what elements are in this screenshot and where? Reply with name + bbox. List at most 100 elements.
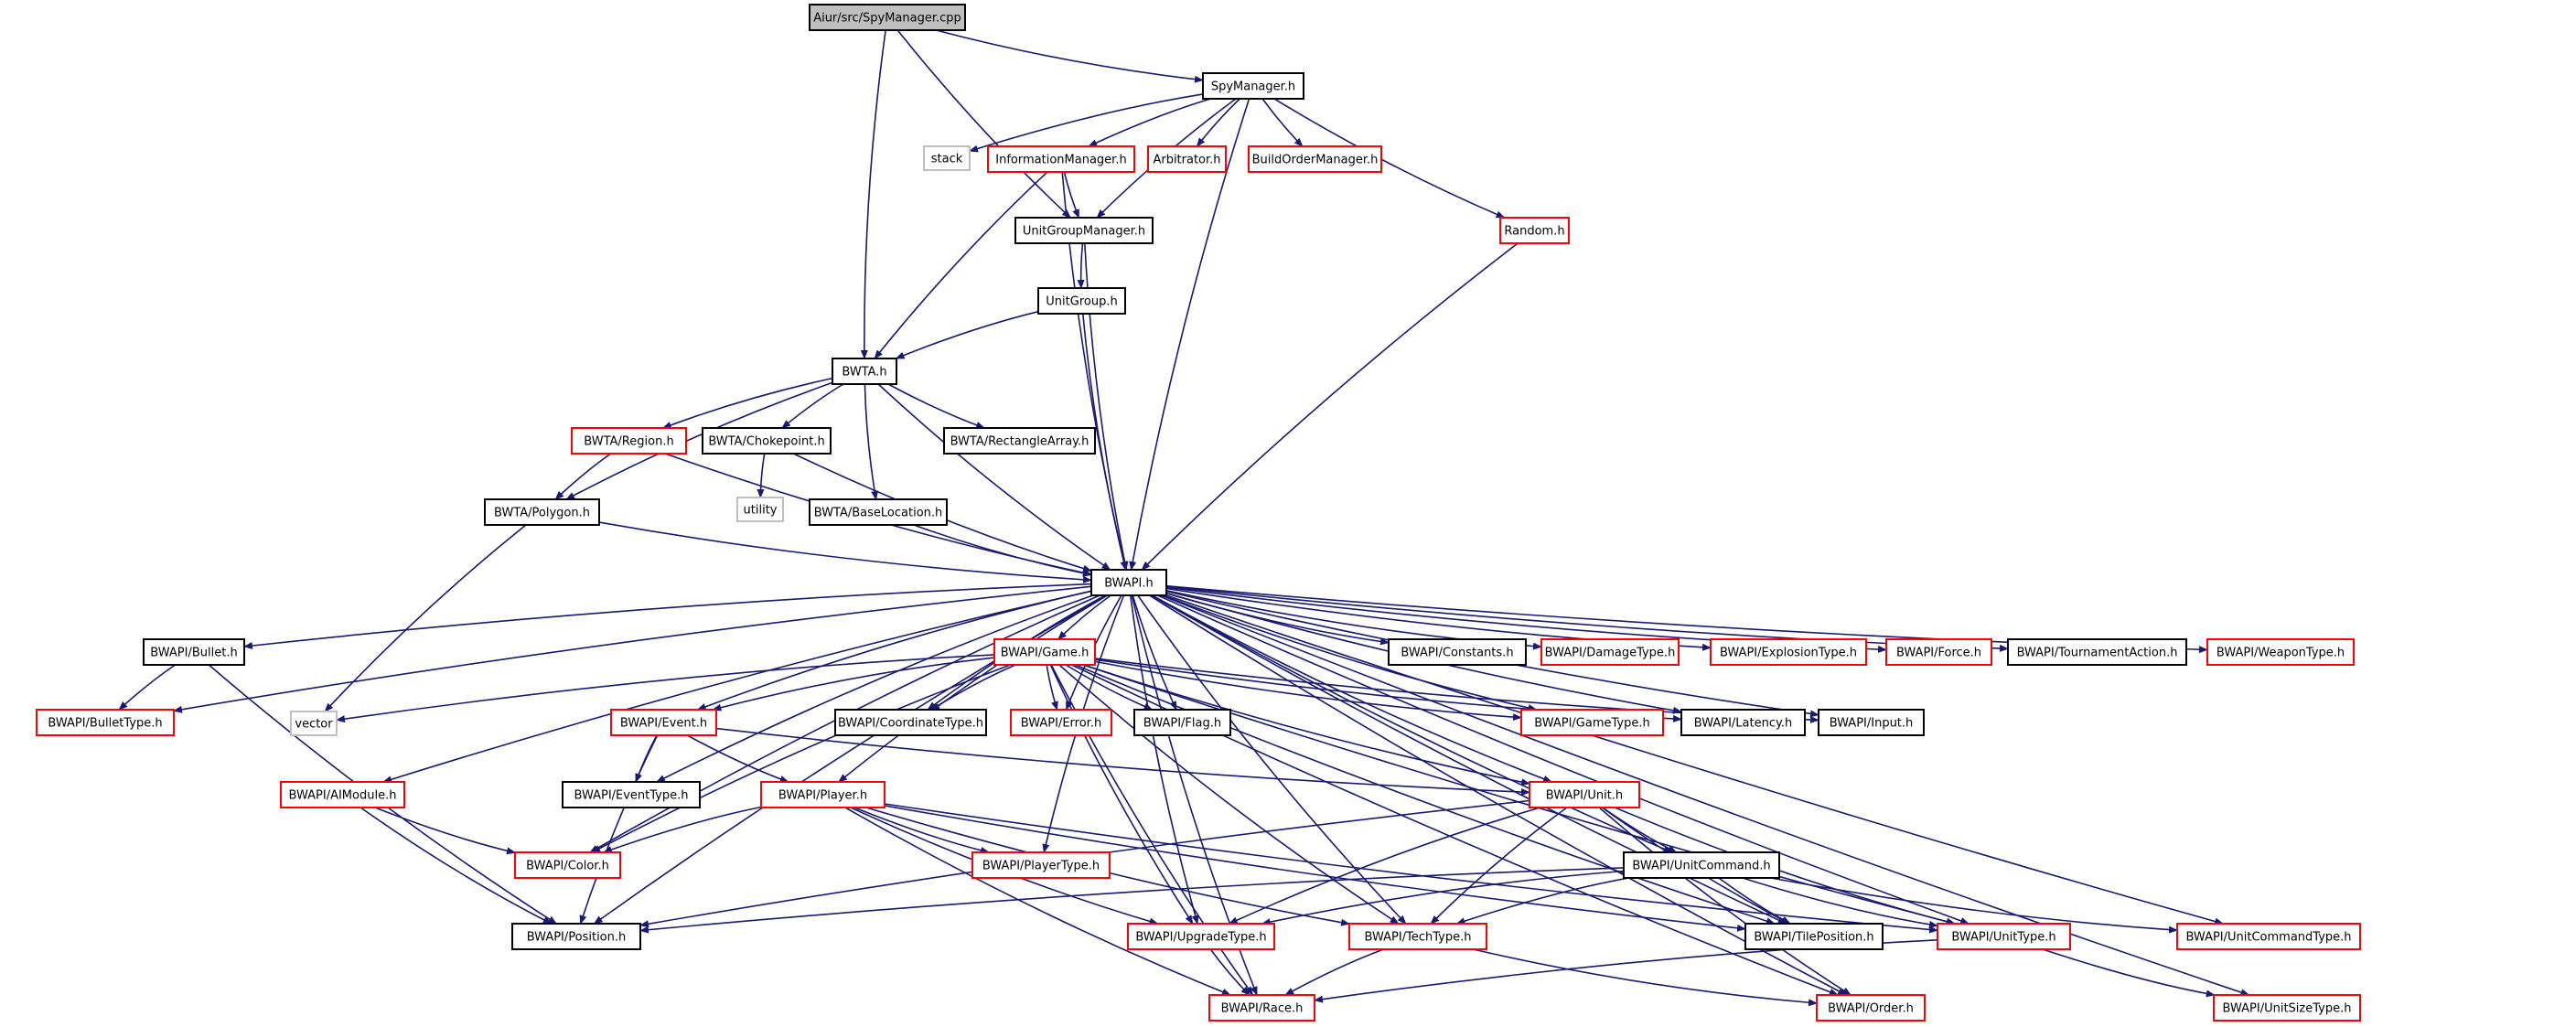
node-bom[interactable]: BuildOrderManager.h [1248, 145, 1382, 173]
node-label-polygon: BWTA/Polygon.h [494, 507, 590, 520]
node-box-bullettype [36, 709, 175, 736]
node-choke[interactable]: BWTA/Chokepoint.h [702, 427, 832, 455]
edge-ug-to-bwta [895, 310, 1039, 359]
node-latency[interactable]: BWAPI/Latency.h [1680, 709, 1806, 736]
node-tourn[interactable]: BWAPI/TournamentAction.h [2007, 638, 2187, 666]
node-bullettype[interactable]: BWAPI/BulletType.h [36, 709, 175, 736]
edge-bwapi-to-aimodule [382, 590, 1092, 784]
node-weapon[interactable]: BWAPI/WeaponType.h [2206, 638, 2355, 666]
node-random[interactable]: Random.h [1499, 217, 1570, 244]
edge-game-to-coord [930, 664, 1016, 711]
edge-bwapi-to-tech [1137, 594, 1407, 925]
node-constants[interactable]: BWAPI/Constants.h [1388, 638, 1527, 666]
node-game[interactable]: BWAPI/Game.h [993, 638, 1096, 666]
node-explosion[interactable]: BWAPI/ExplosionType.h [1710, 638, 1867, 666]
node-race[interactable]: BWAPI/Race.h [1208, 994, 1315, 1022]
node-usize[interactable]: BWAPI/UnitSizeType.h [2213, 994, 2361, 1022]
node-rect[interactable]: BWTA/RectangleArray.h [943, 427, 1096, 455]
node-coord[interactable]: BWAPI/CoordinateType.h [834, 709, 987, 736]
node-label-ugm: UnitGroupManager.h [1023, 225, 1145, 239]
node-ucmdtype[interactable]: BWAPI/UnitCommandType.h [2176, 923, 2361, 950]
edge-unit-to-upgrade [1228, 807, 1541, 925]
edge-bwapi-to-bullettype [173, 585, 1092, 713]
node-force[interactable]: BWAPI/Force.h [1885, 638, 1992, 666]
node-tilepos[interactable]: BWAPI/TilePosition.h [1744, 923, 1884, 950]
node-label-root: Aiur/src/SpyManager.cpp [813, 12, 961, 26]
node-tech[interactable]: BWAPI/TechType.h [1348, 923, 1487, 950]
node-utility[interactable]: utility [736, 497, 784, 522]
node-label-input: BWAPI/Input.h [1830, 717, 1914, 731]
node-box-position [511, 923, 641, 950]
node-box-tourn [2007, 638, 2187, 666]
node-aimodule[interactable]: BWAPI/AIModule.h [280, 781, 405, 808]
node-box-force [1885, 638, 1992, 666]
node-baseloc[interactable]: BWTA/BaseLocation.h [809, 498, 948, 526]
edge-bwapi-to-unittype [1157, 594, 1970, 925]
node-box-aimodule [280, 781, 405, 808]
node-bullet[interactable]: BWAPI/Bullet.h [143, 638, 245, 666]
edge-bullet-to-bullettype [118, 664, 176, 711]
node-box-error [1010, 709, 1112, 736]
node-label-eventtype: BWAPI/EventType.h [574, 789, 688, 803]
node-box-ug [1037, 287, 1126, 315]
node-unittype[interactable]: BWAPI/UnitType.h [1937, 923, 2071, 950]
node-ugm[interactable]: UnitGroupManager.h [1014, 217, 1154, 244]
node-polygon[interactable]: BWTA/Polygon.h [484, 498, 600, 526]
node-label-coord: BWAPI/CoordinateType.h [838, 717, 983, 731]
node-box-gametype [1520, 709, 1664, 736]
node-label-usize: BWAPI/UnitSizeType.h [2223, 1002, 2352, 1016]
node-upgrade[interactable]: BWAPI/UpgradeType.h [1127, 923, 1275, 950]
node-info[interactable]: InformationManager.h [987, 145, 1135, 173]
node-label-bom: BuildOrderManager.h [1252, 154, 1379, 167]
node-damage[interactable]: BWAPI/DamageType.h [1540, 638, 1680, 666]
node-playertype[interactable]: BWAPI/PlayerType.h [971, 851, 1111, 879]
node-event[interactable]: BWAPI/Event.h [610, 709, 717, 736]
node-input[interactable]: BWAPI/Input.h [1818, 709, 1925, 736]
node-player[interactable]: BWAPI/Player.h [760, 781, 886, 808]
node-box-bullet [143, 638, 245, 666]
node-label-force: BWAPI/Force.h [1896, 647, 1981, 660]
node-order[interactable]: BWAPI/Order.h [1816, 994, 1926, 1022]
edge-player-to-unittype [884, 803, 1938, 934]
edge-game-to-tilepos [1075, 664, 1776, 925]
node-box-color [514, 851, 621, 879]
node-label-order: BWAPI/Order.h [1828, 1002, 1914, 1016]
node-bwta[interactable]: BWTA.h [832, 358, 897, 385]
edge-event-to-position [579, 734, 659, 925]
node-error[interactable]: BWAPI/Error.h [1010, 709, 1112, 736]
node-label-constants: BWAPI/Constants.h [1401, 647, 1513, 660]
node-box-random [1499, 217, 1570, 244]
node-bwapi[interactable]: BWAPI.h [1090, 569, 1167, 596]
edge-spy-to-bom [1261, 98, 1304, 147]
node-region[interactable]: BWTA/Region.h [571, 427, 687, 455]
node-unitcmd[interactable]: BWAPI/UnitCommand.h [1623, 851, 1780, 879]
node-label-unittype: BWAPI/UnitType.h [1951, 931, 2055, 945]
node-color[interactable]: BWAPI/Color.h [514, 851, 621, 879]
edge-tech-to-order [1473, 948, 1818, 1007]
node-label-position: BWAPI/Position.h [527, 931, 627, 945]
node-ug[interactable]: UnitGroup.h [1037, 287, 1126, 315]
node-box-region [571, 427, 687, 455]
node-stack[interactable]: stack [923, 145, 971, 171]
node-box-rect [943, 427, 1096, 455]
node-box-ucmdtype [2176, 923, 2361, 950]
edge-bwapi-to-game [1057, 594, 1111, 640]
node-box-vector [290, 711, 338, 736]
node-position[interactable]: BWAPI/Position.h [511, 923, 641, 950]
edge-player-to-race [844, 807, 1231, 996]
node-box-utility [736, 497, 784, 522]
node-flag[interactable]: BWAPI/Flag.h [1133, 709, 1231, 736]
node-eventtype[interactable]: BWAPI/EventType.h [562, 781, 701, 808]
edge-bwapi-to-eventtype [656, 594, 1093, 783]
node-arb[interactable]: Arbitrator.h [1147, 145, 1227, 173]
edge-bwta-to-baseloc [864, 383, 879, 500]
node-label-tilepos: BWAPI/TilePosition.h [1754, 931, 1873, 945]
node-root[interactable]: Aiur/src/SpyManager.cpp [809, 4, 966, 31]
node-vector[interactable]: vector [290, 711, 338, 736]
node-gametype[interactable]: BWAPI/GameType.h [1520, 709, 1664, 736]
edge-game-to-tech [1058, 664, 1400, 925]
node-label-explosion: BWAPI/ExplosionType.h [1720, 647, 1857, 660]
node-unit[interactable]: BWAPI/Unit.h [1529, 781, 1640, 808]
node-spy[interactable]: SpyManager.h [1202, 72, 1304, 100]
